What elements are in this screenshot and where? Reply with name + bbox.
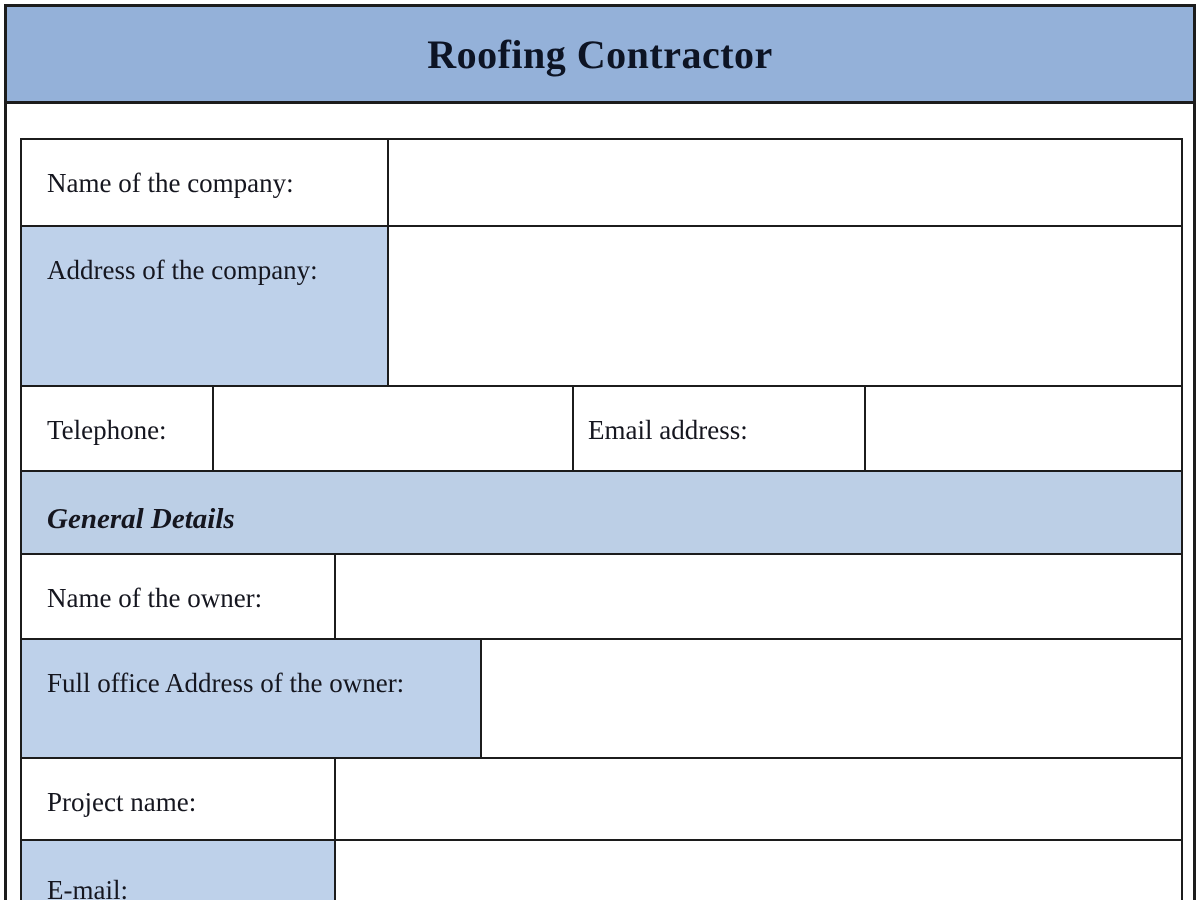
section-general-details: General Details [20,470,1183,555]
page-title: Roofing Contractor [427,31,773,77]
company-address-input[interactable] [387,225,1183,387]
company-name-label: Name of the company: [20,138,389,227]
owner-office-address-label: Full office Address of the owner: [20,638,482,759]
email-label: E-mail: [20,839,336,900]
form-header: Roofing Contractor [4,4,1196,104]
company-address-label: Address of the company: [20,225,389,387]
email-address-input[interactable] [864,385,1183,472]
owner-name-label: Name of the owner: [20,553,336,640]
email-address-label: Email address: [572,385,866,472]
telephone-label: Telephone: [20,385,214,472]
owner-office-address-input[interactable] [480,638,1183,759]
project-name-input[interactable] [334,757,1183,841]
company-name-input[interactable] [387,138,1183,227]
project-name-label: Project name: [20,757,336,841]
telephone-input[interactable] [212,385,574,472]
owner-name-input[interactable] [334,553,1183,640]
email-input[interactable] [334,839,1183,900]
